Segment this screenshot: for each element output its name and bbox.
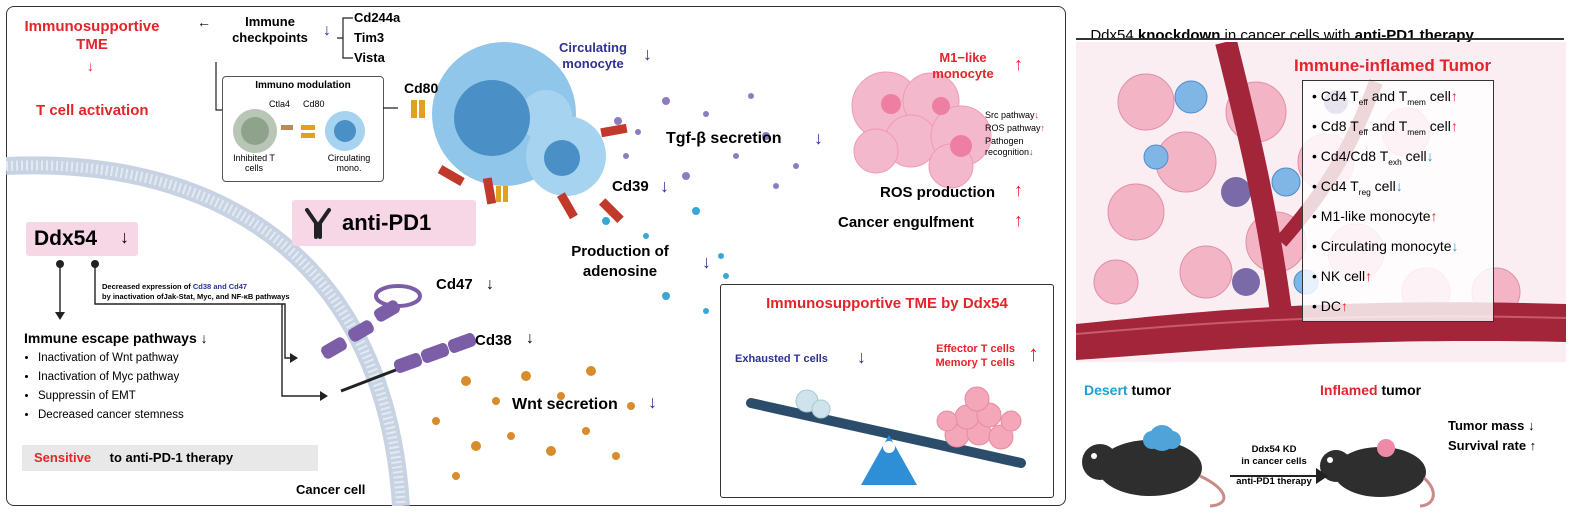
circulating-monocyte-label: Circulating monocyte (559, 40, 627, 71)
desert-tumor-label: Desert tumor (1084, 382, 1172, 398)
immune-escape-list: Inactivation of Wnt pathway Inactivation… (24, 350, 184, 426)
cd38-label: Cd38 (475, 332, 512, 349)
checkpoint-cd244a: Cd244a (354, 10, 401, 25)
arrow-down-red: ↓ (87, 58, 94, 74)
inflamed-title: Immune-inflamed Tumor (1294, 56, 1492, 75)
sensitive-rest: to anti-PD-1 therapy (106, 450, 234, 465)
monocyte-cluster (432, 42, 606, 196)
pathogen-recognition: Pathogen recognition↓ (985, 136, 1034, 157)
down-arrow: ↓ (702, 252, 711, 272)
down-arrow: ↓ (814, 128, 823, 148)
up-arrow: ↑ (1014, 210, 1023, 230)
exhausted-t-label: Exhausted T cells (735, 353, 828, 365)
up-arrow: ↑ (1014, 54, 1023, 74)
header-rule (1076, 38, 1564, 40)
inflamed-list-item: • DC↑ (1312, 298, 1349, 314)
m1-monocyte-cells (851, 71, 992, 189)
inflamed-list-item: • Cd8 Teff and Tmem cell↑ (1312, 118, 1458, 137)
modulation-connector (215, 62, 398, 111)
tgfb-secretion: Tgf-β secretion (666, 130, 782, 147)
escape-item: Suppressin of EMT (38, 388, 184, 404)
inset-box: Immunosupportive TME by Ddx54 Exhausted … (720, 284, 1054, 498)
escape-item: Inactivation of Myc pathway (38, 369, 184, 385)
ros-production: ROS production (880, 184, 995, 201)
circulating-mono: Circulating mono. (327, 153, 371, 173)
receptors (437, 123, 628, 224)
inflamed-box (1302, 80, 1494, 322)
inflamed-list-item: • M1-like monocyte↑ (1312, 208, 1438, 224)
antibody-icon (305, 208, 331, 239)
arrow-left-icon: ← (197, 14, 211, 30)
inflamed-list-item: • NK cell↑ (1312, 268, 1373, 284)
ddx54-label: Ddx54 (34, 227, 98, 250)
escape-item: Decreased cancer stemness (38, 407, 184, 423)
inflamed-list-item: • Cd4 Teff and Tmem cell↑ (1312, 88, 1458, 107)
up-arrow: ↑ (1028, 341, 1039, 366)
tumor-mass-label: Tumor mass ↓ (1448, 418, 1535, 433)
cd39-label: Cd39 (612, 178, 649, 195)
down-arrow: ↓ (486, 276, 494, 293)
immune-checkpoints: Immune checkpoints (232, 14, 308, 45)
anti-pd1-label: anti-PD1 (342, 210, 432, 235)
escape-item: Inactivation of Wnt pathway (38, 350, 184, 366)
down-arrow: ↓ (526, 330, 534, 347)
memory-t-label: Memory T cells (935, 357, 1015, 369)
immuno-modulation-title: Immuno modulation (255, 80, 351, 91)
checkpoint-tim3: Tim3 (354, 30, 385, 45)
inflamed-mouse (1320, 439, 1435, 508)
ctla4-label: Ctla4 (269, 99, 291, 109)
wnt-particles (432, 366, 635, 480)
down-arrow: ↓ (643, 44, 652, 64)
checkpoint-vista: Vista (354, 50, 385, 65)
desert-mouse (1082, 425, 1226, 508)
sensitive-badge: Sensitive to anti-PD-1 therapy (22, 445, 318, 471)
tgfb-particles (614, 93, 799, 189)
immuno-modulation-box: Immuno modulation Ctla4 Cd80 Inhibited T… (222, 76, 384, 182)
cd80-small-label: Cd80 (303, 99, 325, 109)
cd38-molecule (340, 333, 477, 393)
inflamed-list-item: • Cd4 Treg cell↓ (1312, 178, 1403, 197)
cd80-label: Cd80 (404, 80, 439, 96)
survival-rate-label: Survival rate ↑ (1448, 438, 1537, 453)
immune-escape-title: Immune escape pathways ↓ (24, 330, 208, 346)
wnt-secretion: Wnt secretion (512, 396, 618, 413)
tme-title: Immunosupportive TME (24, 18, 160, 53)
cd47-label: Cd47 (436, 276, 473, 293)
sensitive-word: Sensitive (34, 450, 92, 465)
inflamed-list-item: • Circulating monocyte↓ (1312, 238, 1459, 254)
adenosine-particles (602, 207, 729, 314)
seesaw-illustration (746, 386, 1026, 485)
inhibited-t-cells: Inhibited T cells (233, 153, 275, 173)
kd-text: Ddx54 KD in cancer cells anti-PD1 therap… (1236, 444, 1312, 487)
down-arrow: ↓ (660, 176, 669, 196)
ros-pathway: ROS pathway↑ (985, 123, 1046, 133)
down-arrow: ↓ (857, 347, 866, 367)
anti-pd1-badge: anti-PD1 (292, 200, 476, 246)
cancer-engulfment: Cancer engulfment (838, 214, 974, 231)
tcell-activation: T cell activation (36, 102, 149, 119)
ddx54-badge: Ddx54 ↓ (26, 222, 138, 256)
ddx54-connectors (55, 260, 328, 401)
inflamed-list-item: • Cd4/Cd8 Texh cell↓ (1312, 148, 1434, 167)
up-arrow: ↑ (1014, 180, 1023, 200)
inflamed-tumor-label: Inflamed tumor (1320, 382, 1422, 398)
m1-monocyte-label: M1−like monocyte (932, 50, 994, 81)
immuno-modulation-cells (233, 109, 365, 153)
left-panel-illustration (6, 42, 992, 506)
arrow-right-icon (1316, 468, 1328, 484)
effector-t-label: Effector T cells (936, 343, 1015, 355)
cancer-cell-label: Cancer cell (296, 482, 366, 497)
production-adenosine: Production of adenosine (571, 243, 669, 280)
mouse-illustrations (1082, 425, 1435, 508)
down-arrow: ↓ (648, 392, 657, 412)
down-arrow: ↓ (323, 22, 331, 39)
down-arrow: ↓ (120, 227, 129, 247)
src-pathway: Src pathway↓ (985, 110, 1040, 120)
cd47-molecule (321, 284, 422, 359)
inset-title: Immunosupportive TME by Ddx54 (766, 295, 1008, 312)
inflamed-list: • Cd4 Teff and Tmem cell↑ • Cd8 Teff and… (1312, 88, 1459, 328)
checkpoint-bracket (337, 17, 353, 59)
